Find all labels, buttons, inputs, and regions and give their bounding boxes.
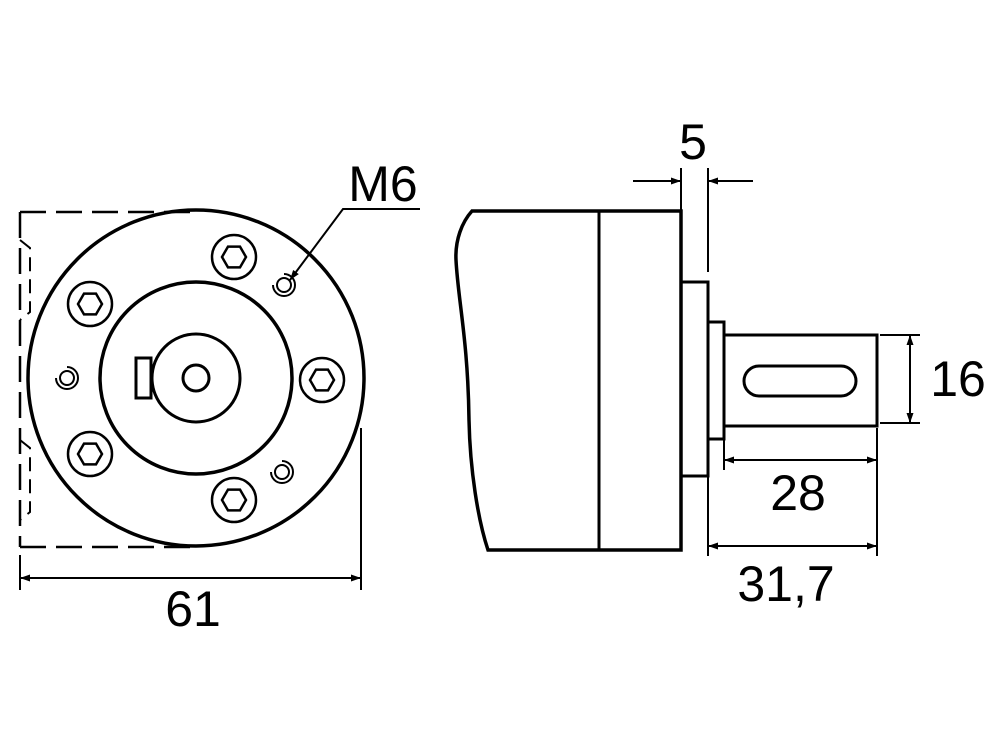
shaft-diameter-label: 16 (930, 351, 986, 407)
total-shaft-length-label: 31,7 (737, 556, 834, 612)
hex-bolt-top-left (66, 280, 114, 328)
shaft-boss (150, 332, 242, 424)
thread-label: M6 (348, 156, 417, 212)
m6-leader-line (289, 208, 420, 281)
bracket-notches (19, 239, 31, 521)
threaded-hole-bottom-right (270, 460, 294, 484)
front-view: M6 61 (18, 156, 420, 637)
shaft-length-label: 28 (770, 465, 826, 521)
shaft-keyway (742, 364, 858, 398)
hex-bolt-right (298, 356, 346, 404)
housing-body (454, 209, 683, 552)
overall-width-label: 61 (165, 581, 221, 637)
dashed-bracket-outline (18, 210, 195, 549)
side-view: 5 16 28 31,7 (454, 114, 986, 612)
flange-plate (679, 280, 710, 478)
hex-bolt-bottom-left (66, 430, 114, 478)
shaft-collar (706, 320, 726, 441)
flange-width-label: 5 (679, 114, 707, 170)
hex-bolt-bottom (210, 476, 258, 524)
key-slot (134, 356, 153, 400)
threaded-hole-left (55, 366, 79, 390)
hex-bolt-top (210, 233, 258, 281)
hub-ring (98, 280, 294, 476)
shaft-center (181, 363, 211, 393)
outer-flange (26, 208, 366, 548)
output-shaft (722, 333, 879, 428)
